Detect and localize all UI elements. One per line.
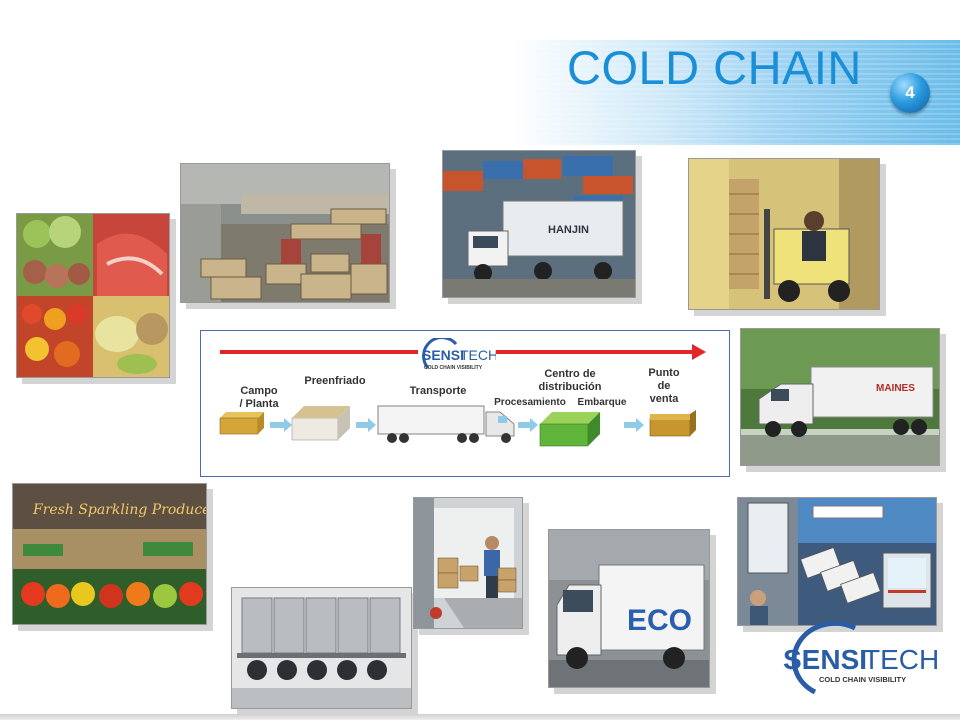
diagram-sensitech-logo: SENSI TECH COLD CHAIN VISIBILITY: [418, 338, 496, 374]
stage-arrow-icon: [270, 418, 292, 432]
stage-label-transporte: Transporte: [409, 385, 467, 397]
logo-word-a: SENSI: [783, 644, 867, 675]
campo-box-icon: [219, 412, 264, 435]
stage-arrow-icon: [518, 418, 538, 432]
stage-label-punto-de-venta: Punto de venta: [648, 367, 680, 405]
diagram-logo-word-a: SENSI: [422, 347, 464, 363]
precooler-building-icon: [291, 406, 350, 441]
photo-port-truck: HANJIN: [442, 150, 636, 298]
stage-arrow-icon: [356, 418, 376, 432]
stage-label-preenfriado: Preenfriado: [304, 375, 366, 387]
photo-trailer-loading: [413, 497, 523, 629]
photo-cold-storage: [180, 163, 390, 303]
stage-label-embarque: Embarque: [577, 397, 627, 408]
photo-delivery-truck: ECO: [548, 529, 710, 688]
truck-brand-text: HANJIN: [548, 224, 589, 236]
photo-monitoring-collage: [737, 497, 937, 626]
trailer-brand-text: MAINES: [876, 383, 915, 394]
flow-arrow-head: [692, 344, 706, 360]
stage-label-procesamiento: Procesamiento: [494, 397, 566, 408]
logo-word-b: TECH: [863, 644, 939, 675]
stage-label-centro: Centro de distribución: [538, 368, 602, 393]
transport-truck-icon: [377, 405, 515, 443]
van-brand-text: ECO: [627, 604, 692, 637]
sensitech-logo: SENSI TECH COLD CHAIN VISIBILITY: [783, 622, 939, 695]
photo-produce-collage: [16, 213, 170, 378]
photo-highway-truck: MAINES: [740, 328, 940, 466]
market-sign-text: Fresh Sparkling Produce: [32, 502, 206, 518]
distribution-center-icon: [539, 412, 600, 447]
retail-store-icon: [649, 410, 696, 437]
stage-arrow-icon: [624, 418, 644, 432]
logo-tagline: COLD CHAIN VISIBILITY: [819, 675, 906, 684]
diagram-logo-word-b: TECH: [460, 347, 496, 363]
slide-title: COLD CHAIN: [567, 41, 862, 94]
photo-forklift: [688, 158, 880, 310]
photo-supermarket: Fresh Sparkling Produce: [12, 483, 207, 625]
footer-line: [0, 714, 960, 720]
stage-label-campo: Campo / Planta: [239, 385, 279, 410]
diagram-logo-tagline: COLD CHAIN VISIBILITY: [424, 365, 483, 371]
title-banner: [510, 40, 960, 145]
photo-refrigeration-unit: [231, 587, 412, 709]
logo-swoosh: [791, 622, 857, 695]
slide-number-badge: 4: [890, 73, 930, 113]
